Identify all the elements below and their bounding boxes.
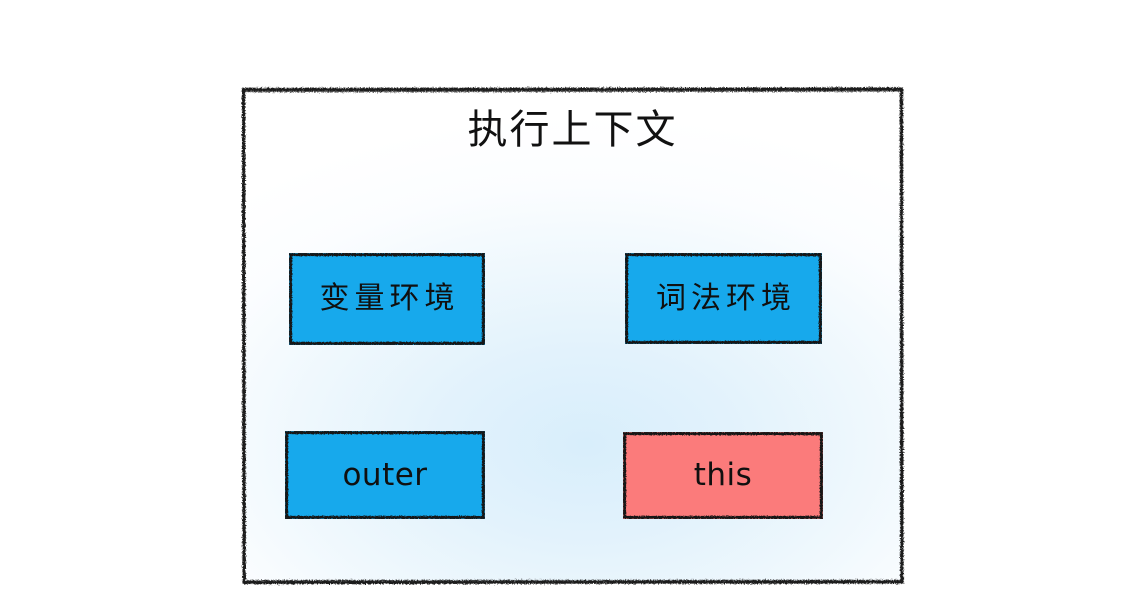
page-title: 执行上下文 bbox=[467, 107, 678, 153]
node-label: 词法环境 bbox=[656, 280, 796, 316]
node-label: this bbox=[693, 457, 753, 493]
node-label: outer bbox=[342, 456, 428, 493]
node-this[interactable]: this bbox=[623, 432, 823, 519]
node-label: 变量环境 bbox=[319, 281, 460, 316]
node-variable-environment[interactable]: 变量环境 bbox=[289, 253, 485, 345]
node-outer[interactable]: outer bbox=[285, 431, 485, 519]
node-lexical-environment[interactable]: 词法环境 bbox=[625, 253, 822, 344]
